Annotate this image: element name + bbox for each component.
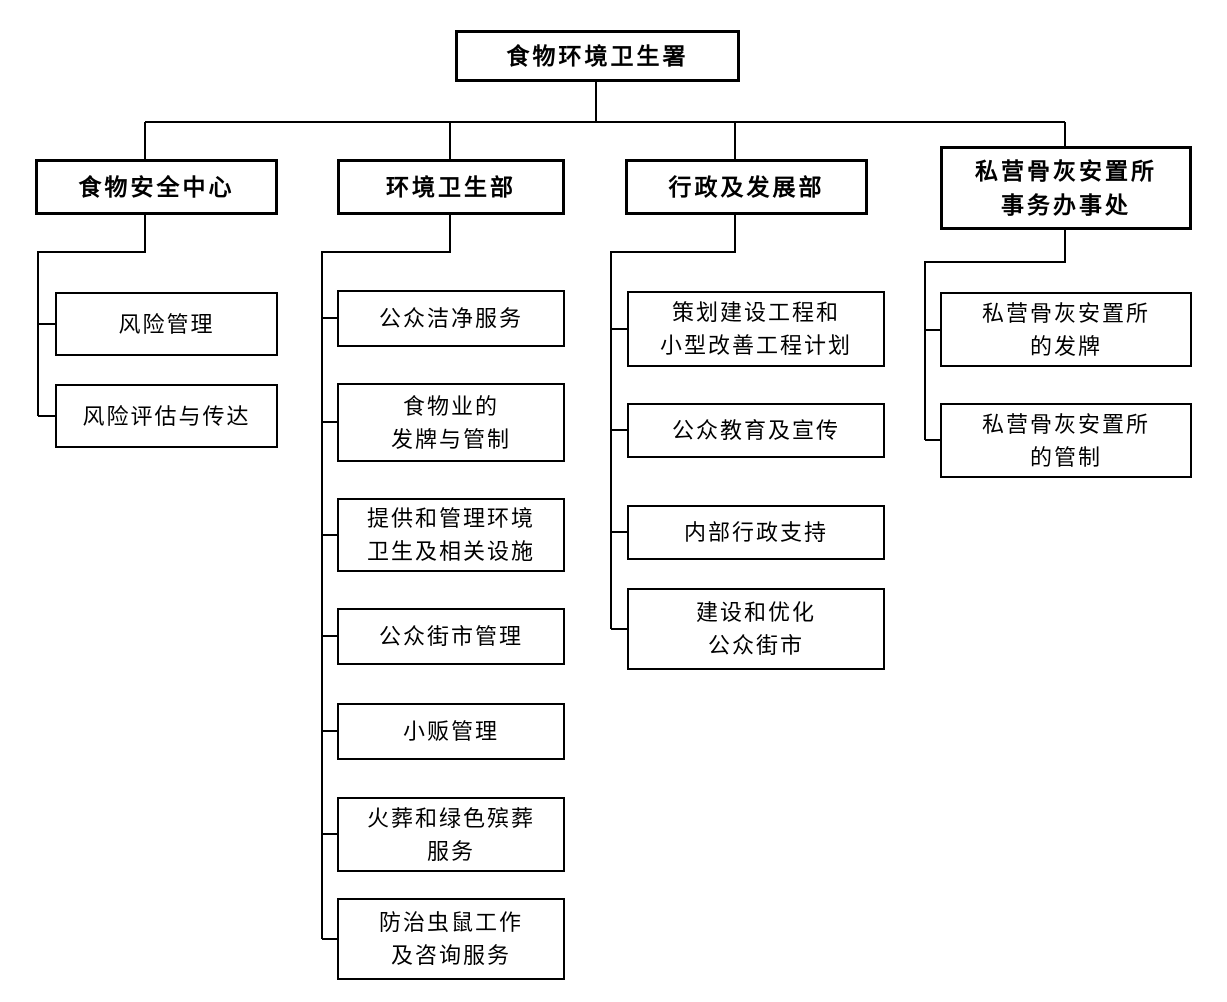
child-private-columbaria-control: 私营骨灰安置所 的管制	[940, 403, 1192, 478]
connector-spine-branch-4	[924, 230, 1066, 440]
child-environmental-hygiene-facilities: 提供和管理环境 卫生及相关设施	[337, 498, 565, 572]
child-cremation-green-burial-services: 火葬和绿色殡葬 服务	[337, 797, 565, 872]
child-building-improving-public-markets: 建设和优化 公众街市	[627, 588, 885, 670]
branch-administration-development: 行政及发展部	[625, 159, 868, 215]
child-public-cleansing-services: 公众洁净服务	[337, 290, 565, 347]
branch-food-safety-centre: 食物安全中心	[35, 159, 278, 215]
node-fehd-root: 食物环境卫生署	[455, 30, 740, 82]
child-public-markets-management: 公众街市管理	[337, 608, 565, 665]
child-pest-control-advisory-services: 防治虫鼠工作 及咨询服务	[337, 898, 565, 980]
branch-environmental-hygiene: 环境卫生部	[337, 159, 565, 215]
branch-private-columbaria-affairs-office: 私营骨灰安置所 事务办事处	[940, 146, 1192, 230]
connector-spine-branch-2	[321, 215, 451, 939]
child-private-columbaria-licensing: 私营骨灰安置所 的发牌	[940, 292, 1192, 367]
child-hawker-management: 小贩管理	[337, 703, 565, 760]
child-public-education-publicity: 公众教育及宣传	[627, 403, 885, 458]
connector-spine-branch-3	[610, 215, 736, 629]
connector-spine-branch-1	[37, 215, 146, 416]
child-internal-administrative-support: 内部行政支持	[627, 505, 885, 560]
child-risk-management: 风险管理	[55, 292, 278, 356]
child-capital-minor-works-planning: 策划建设工程和 小型改善工程计划	[627, 291, 885, 367]
child-food-business-licensing-control: 食物业的 发牌与管制	[337, 383, 565, 462]
child-risk-assessment-communication: 风险评估与传达	[55, 384, 278, 448]
